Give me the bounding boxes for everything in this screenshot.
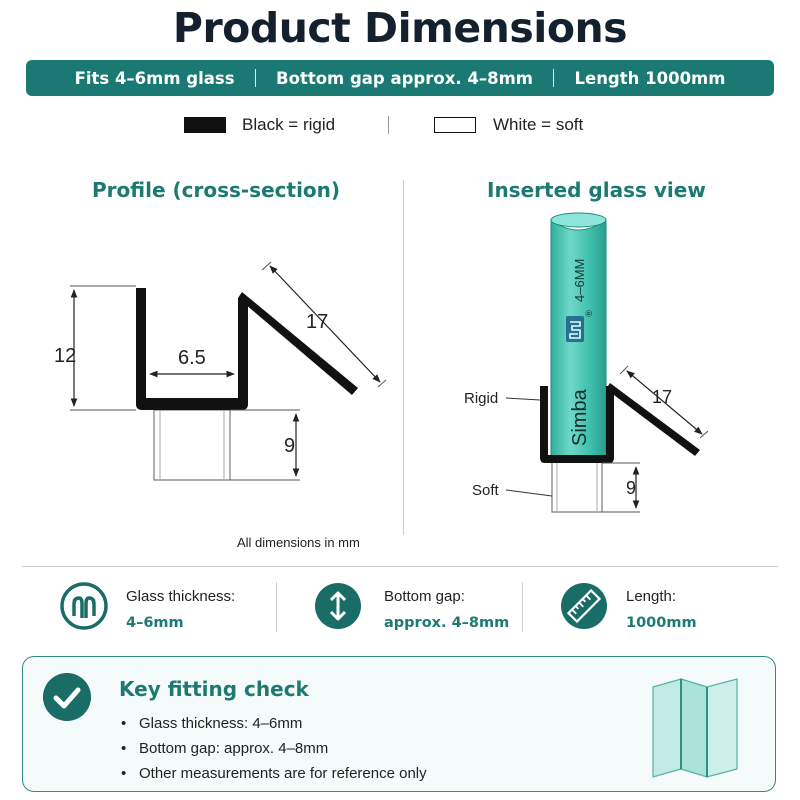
legend-label-rigid: Black = rigid [242,115,336,134]
dim-foot-label: 9 [284,435,295,457]
spec-separator [254,69,257,87]
profile-soft-foot [153,409,231,481]
feature-label: Length: [626,588,677,605]
inserted-soft-foot [551,461,603,513]
legend-swatch-rigid [184,117,226,133]
soft-label: Soft [472,482,500,499]
soft-leader-line [505,489,553,497]
feature-label: Glass thickness: [126,588,236,605]
dim-inner-width-label: 6.5 [178,347,206,369]
ruler-icon [561,583,607,629]
profile-cross-section: 12 6.5 17 9 [54,261,387,481]
dim-height-label: 12 [54,345,76,367]
dim-ext-line [377,379,387,388]
profile-title: Profile (cross-section) [92,178,341,202]
feature-separator [522,582,523,632]
profile-rigid-flap [238,292,358,395]
inserted-rigid-channel [540,386,614,463]
page-title: Product Dimensions [172,4,628,52]
feature-bottom-gap: Bottom gap: approx. 4–8mm [314,580,534,640]
feature-separator [276,582,277,632]
spec-bottom-gap: Bottom gap approx. 4–8mm [276,68,533,88]
legend-label-soft: White = soft [493,115,584,134]
section-divider [403,180,404,535]
feature-length: Length: 1000mm [560,580,760,640]
inserted-dim-flap-label: 17 [652,387,672,407]
material-legend: Black = rigid White = soft [0,114,800,136]
list-item: Bottom gap: approx. 4–8mm [121,736,427,761]
feature-value: approx. 4–8mm [384,615,510,631]
horizontal-divider [22,566,778,567]
fitting-check-list: Glass thickness: 4–6mm Bottom gap: appro… [121,711,427,786]
inserted-dim-flap-arrow [626,370,703,435]
dim-ext-line [699,430,709,439]
glass-brand-text: Simba [569,388,591,446]
vertical-arrows-icon [315,583,361,629]
feature-value: 1000mm [626,615,697,631]
spec-length: Length 1000mm [574,68,726,88]
dimension-diagrams: 12 6.5 17 9 ® 4–6MM Simba Rigid Soft [54,212,709,513]
inserted-glass-view: ® 4–6MM Simba Rigid Soft 17 9 [464,212,709,513]
spec-separator [552,69,555,87]
checkmark-icon [43,673,91,721]
glass-top-edge [550,212,607,228]
dim-flap-arrow [269,265,381,383]
logo-registered-mark: ® [585,309,595,318]
glass-door-icon [652,678,738,778]
feature-glass-thickness: Glass thickness: 4–6mm [60,580,280,640]
rigid-label: Rigid [464,390,498,407]
glass-thickness-mark: 4–6MM [572,259,587,302]
spec-bar: Fits 4–6mm glass Bottom gap approx. 4–8m… [26,60,774,96]
list-item: Other measurements are for reference onl… [121,761,427,786]
inserted-dim-foot-label: 9 [626,478,636,498]
dim-ext-line [619,365,629,375]
feature-value: 4–6mm [126,615,184,631]
fitting-check-panel: Key fitting check Glass thickness: 4–6mm… [22,656,776,792]
legend-swatch-soft [434,117,476,133]
feature-label: Bottom gap: [384,588,465,605]
dim-ext-line [261,261,272,271]
list-item: Glass thickness: 4–6mm [121,711,427,736]
legend-separator [388,116,389,134]
brand-logo-icon [566,316,584,342]
spec-glass-fit: Fits 4–6mm glass [74,68,235,88]
rigid-leader-line [505,397,541,401]
dim-flap-label: 17 [306,311,328,333]
dimensions-note: All dimensions in mm [237,535,360,550]
inserted-view-title: Inserted glass view [487,178,706,202]
fitting-check-title: Key fitting check [119,677,309,701]
glass-thickness-icon [60,582,108,630]
